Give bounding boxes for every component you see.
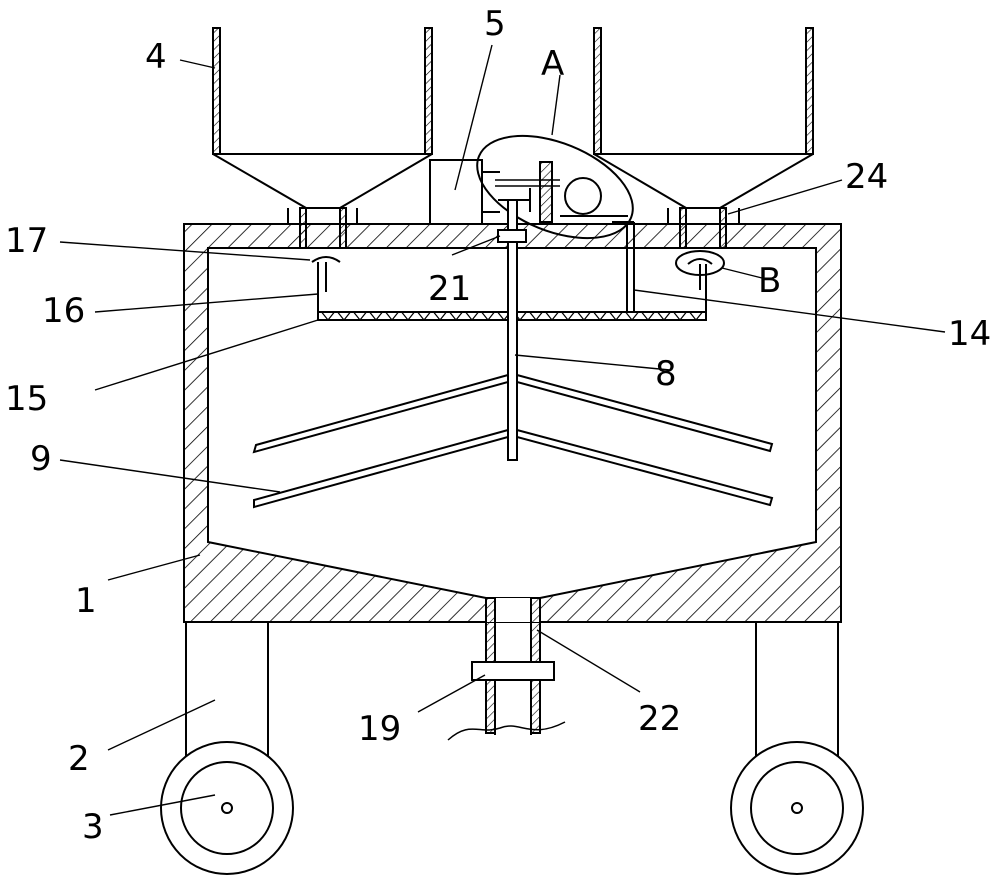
- transmission-detail: [476, 134, 634, 240]
- left-wheel: [160, 741, 294, 875]
- label-19: 19: [358, 709, 401, 749]
- label-17: 17: [5, 221, 48, 261]
- label-22: 22: [638, 699, 681, 739]
- label-14: 14: [948, 314, 991, 354]
- stirring-blades: [252, 373, 774, 509]
- label-21: 21: [428, 269, 471, 309]
- valve: [471, 661, 555, 681]
- label-8: 8: [655, 354, 677, 394]
- label-5: 5: [484, 4, 506, 44]
- label-4: 4: [145, 37, 167, 77]
- left-hopper: [212, 27, 433, 249]
- label-24: 24: [845, 157, 888, 197]
- label-16: 16: [42, 291, 85, 331]
- label-a: A: [541, 44, 564, 84]
- right-hopper: [593, 27, 814, 249]
- motor: [429, 159, 500, 225]
- leader-lines: [59, 44, 946, 816]
- reference-labels: 4 5 A 24 17 21 B 16 14 8 15 9 1 19 22 2 …: [5, 4, 991, 847]
- label-b: B: [758, 261, 781, 301]
- label-2: 2: [68, 739, 90, 779]
- label-3: 3: [82, 807, 104, 847]
- label-1: 1: [75, 581, 97, 621]
- right-wheel: [730, 741, 864, 875]
- label-9: 9: [30, 439, 52, 479]
- label-15: 15: [5, 379, 48, 419]
- stirring-shaft: [497, 199, 527, 461]
